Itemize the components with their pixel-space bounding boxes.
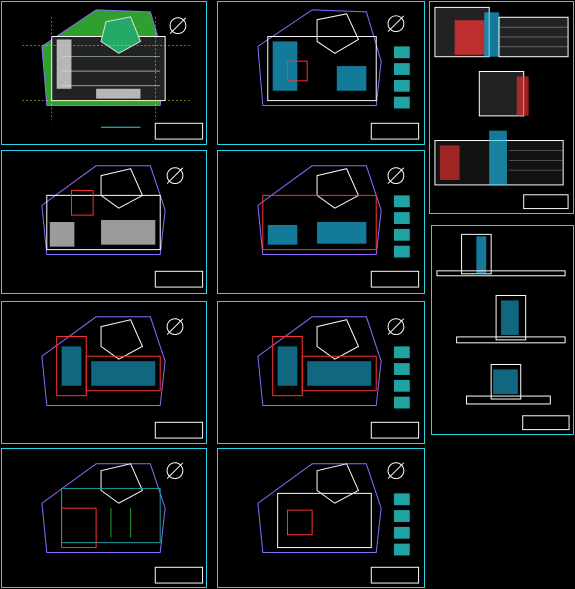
floor-4-plan-drawing xyxy=(41,316,204,439)
courtyard xyxy=(100,16,142,54)
elevations-drawing xyxy=(434,6,569,210)
sheet-floor-5-plan[interactable] xyxy=(217,301,425,444)
sections-drawing xyxy=(436,233,570,431)
sheet-floor-6-plan[interactable] xyxy=(1,448,207,588)
floor-1-plan-drawing xyxy=(257,9,420,140)
floor-2-plan-drawing xyxy=(41,165,204,288)
sheet-floor-3-plan[interactable] xyxy=(217,150,425,294)
north-arrow-icon xyxy=(169,17,187,35)
sheet-roof-plan[interactable] xyxy=(217,448,425,588)
sheet-floor-2-plan[interactable] xyxy=(1,150,207,294)
sheet-floor-4-plan[interactable] xyxy=(1,301,207,444)
sheet-site-ground-plan[interactable] xyxy=(1,1,207,145)
site-ground-plan-drawing xyxy=(22,9,204,140)
floor-6-plan-drawing xyxy=(41,462,204,584)
sheet-elevations[interactable] xyxy=(429,1,574,214)
sheet-sections[interactable] xyxy=(431,225,574,435)
sheet-floor-1-plan[interactable] xyxy=(217,1,425,145)
roof-plan-drawing xyxy=(257,462,420,584)
floor-5-plan-drawing xyxy=(257,316,420,439)
floor-3-plan-drawing xyxy=(257,165,420,288)
